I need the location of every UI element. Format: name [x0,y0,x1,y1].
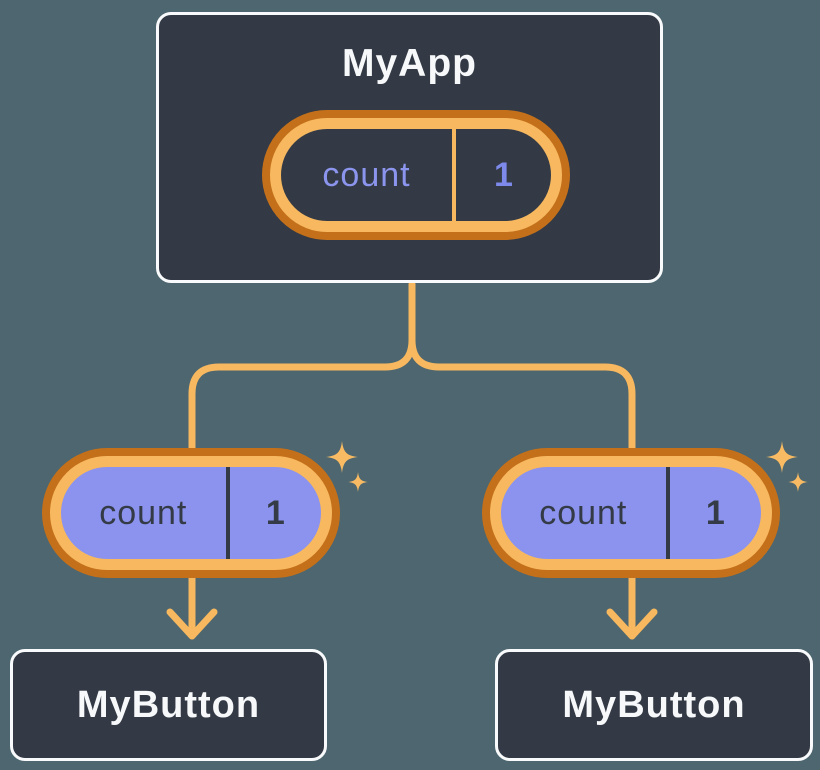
state-pill-divider [452,129,456,221]
sparkle-icon [326,441,358,473]
component-title: MyButton [562,683,746,726]
state-pill-divider [225,467,230,559]
component-title: MyApp [342,42,477,85]
state-value: 1 [705,493,725,532]
sparkle-icon [766,441,798,473]
state-name: count [99,493,188,532]
component-title: MyButton [76,683,261,726]
sparkle-icon [788,472,808,492]
wire-right-branch [408,336,636,454]
state-name: count [539,493,628,532]
state-value: 1 [265,493,285,532]
state-pill-left-child: count 1 [42,448,340,578]
state-pill-root: count 1 [262,110,570,240]
wire-left-branch [188,280,416,454]
state-pill-right-child: count 1 [482,448,780,578]
state-pill-divider [665,467,670,559]
component-node-mybutton-right: MyButton [495,649,813,761]
state-value: 1 [494,155,513,194]
state-name: count [322,155,411,194]
sparkle-icon [348,472,368,492]
component-node-mybutton-left: MyButton [10,649,327,761]
